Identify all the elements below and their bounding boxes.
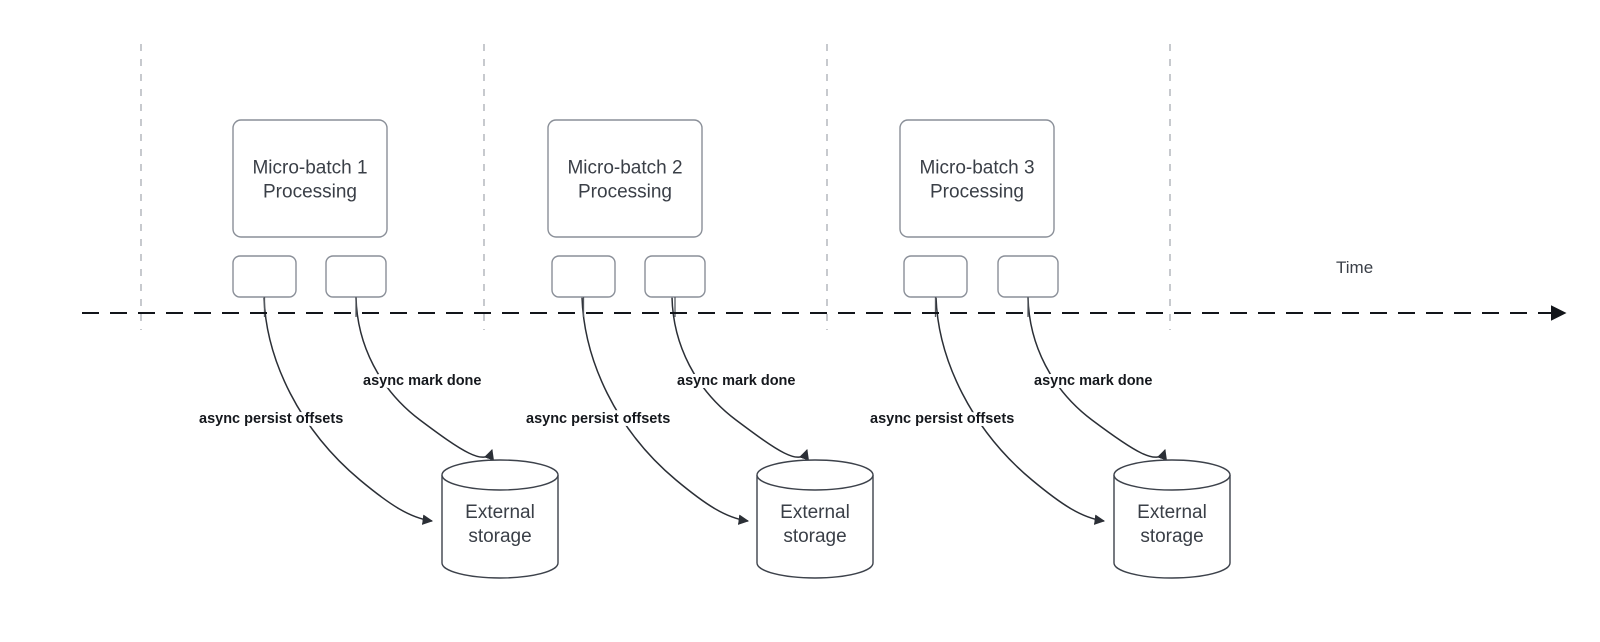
edge-label-halo-async-mark-done: async mark done — [363, 373, 481, 389]
edge-async-persist-offsets — [935, 296, 1106, 525]
process-box-line2: Processing — [930, 182, 1024, 203]
edge-label-halo-async-persist-offsets: async persist offsets — [870, 411, 1014, 427]
storage-label-line1: External — [1137, 502, 1207, 523]
tick-box-2[interactable] — [644, 255, 706, 298]
storage-label-line1: External — [780, 502, 850, 523]
storage-cylinder-body — [441, 475, 559, 579]
edge-async-persist-offsets — [263, 296, 434, 525]
time-axis-label: Time — [1336, 258, 1373, 277]
tick-box-1[interactable] — [232, 255, 297, 298]
edge-async-mark-done — [355, 296, 494, 461]
storage-cylinder-body — [1113, 475, 1231, 579]
edge-label-async-mark-done: async mark done — [363, 373, 481, 389]
edge-label-halo-async-mark-done: async mark done — [1034, 373, 1152, 389]
edge-label-halo-async-persist-offsets: async persist offsets — [526, 411, 670, 427]
process-box-line2: Processing — [263, 182, 357, 203]
edge-label-async-mark-done: async mark done — [1034, 373, 1152, 389]
edge-async-persist-offsets — [581, 296, 750, 525]
storage-label-line2: storage — [1140, 526, 1203, 547]
edge-label-async-mark-done: async mark done — [677, 373, 795, 389]
edge-label-async-persist-offsets: async persist offsets — [199, 411, 343, 427]
edge-async-mark-done — [1027, 296, 1167, 461]
edge-label-async-persist-offsets: async persist offsets — [870, 411, 1014, 427]
storage-label-line2: storage — [783, 526, 846, 547]
edge-async-mark-done — [671, 296, 809, 461]
edge-label-halo-async-mark-done: async mark done — [677, 373, 795, 389]
edge-label-halo-async-persist-offsets: async persist offsets — [199, 411, 343, 427]
process-box-line2: Processing — [578, 182, 672, 203]
time-guide-lines — [140, 44, 1171, 330]
process-box-line1: Micro-batch 2 — [567, 158, 682, 179]
process-box[interactable] — [899, 119, 1055, 238]
tick-box-2[interactable] — [997, 255, 1059, 298]
storage-cylinder-top — [1113, 459, 1231, 491]
tick-box-1[interactable] — [551, 255, 616, 298]
tick-box-1[interactable] — [903, 255, 968, 298]
process-box[interactable] — [547, 119, 703, 238]
process-box-line1: Micro-batch 1 — [252, 158, 367, 179]
storage-cylinder-top — [756, 459, 874, 491]
storage-label-line2: storage — [468, 526, 531, 547]
process-box-line1: Micro-batch 3 — [919, 158, 1034, 179]
storage-cylinder-body — [756, 475, 874, 579]
storage-label-line1: External — [465, 502, 535, 523]
tick-box-2[interactable] — [325, 255, 387, 298]
storage-cylinder-top — [441, 459, 559, 491]
process-box[interactable] — [232, 119, 388, 238]
edge-label-async-persist-offsets: async persist offsets — [526, 411, 670, 427]
